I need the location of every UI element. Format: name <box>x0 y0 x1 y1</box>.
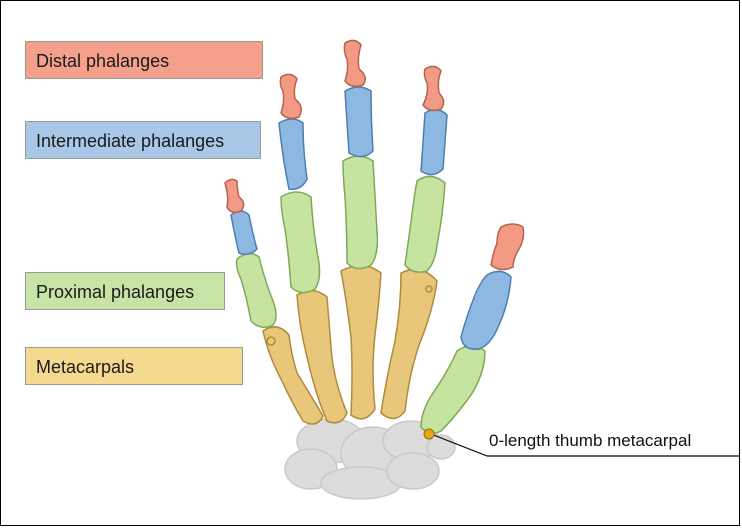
intermediate-phalanx-index <box>421 109 447 174</box>
proximal-phalanx-index <box>405 176 445 272</box>
thumb-metacarpal-callout: 0-length thumb metacarpal <box>489 431 691 451</box>
intermediate-phalanx-little <box>231 211 257 254</box>
proximal-phalanx-little <box>237 253 277 327</box>
metacarpals <box>263 265 437 424</box>
legend-metacarpals: Metacarpals <box>25 347 243 385</box>
distal-phalanx-thumb <box>491 224 524 270</box>
intermediate-phalanx-middle <box>345 87 373 157</box>
legend-metacarpals-label: Metacarpals <box>36 357 134 377</box>
legend-proximal-label: Proximal phalanges <box>36 282 194 302</box>
distal-phalanx-little <box>225 179 244 212</box>
legend-distal-phalanges: Distal phalanges <box>25 41 263 79</box>
legend-distal-label: Distal phalanges <box>36 51 169 71</box>
proximal-phalanx-thumb-blue <box>461 271 511 349</box>
proximal-phalanx-ring <box>281 192 320 293</box>
distal-phalanx-ring <box>280 74 301 118</box>
distal-phalanx-index <box>423 66 444 110</box>
legend-intermediate-label: Intermediate phalanges <box>36 131 224 151</box>
legend-intermediate-phalanges: Intermediate phalanges <box>25 121 261 159</box>
proximal-phalanx-thumb <box>421 346 485 433</box>
distal-phalanx-middle <box>344 40 365 86</box>
intermediate-phalanx-ring <box>279 119 307 189</box>
proximal-phalanx-middle <box>343 156 377 269</box>
metacarpal-middle <box>341 265 381 418</box>
legend-proximal-phalanges: Proximal phalanges <box>25 272 225 310</box>
carpal-bone <box>387 453 439 489</box>
thumb-metacarpal-marker <box>424 429 434 439</box>
